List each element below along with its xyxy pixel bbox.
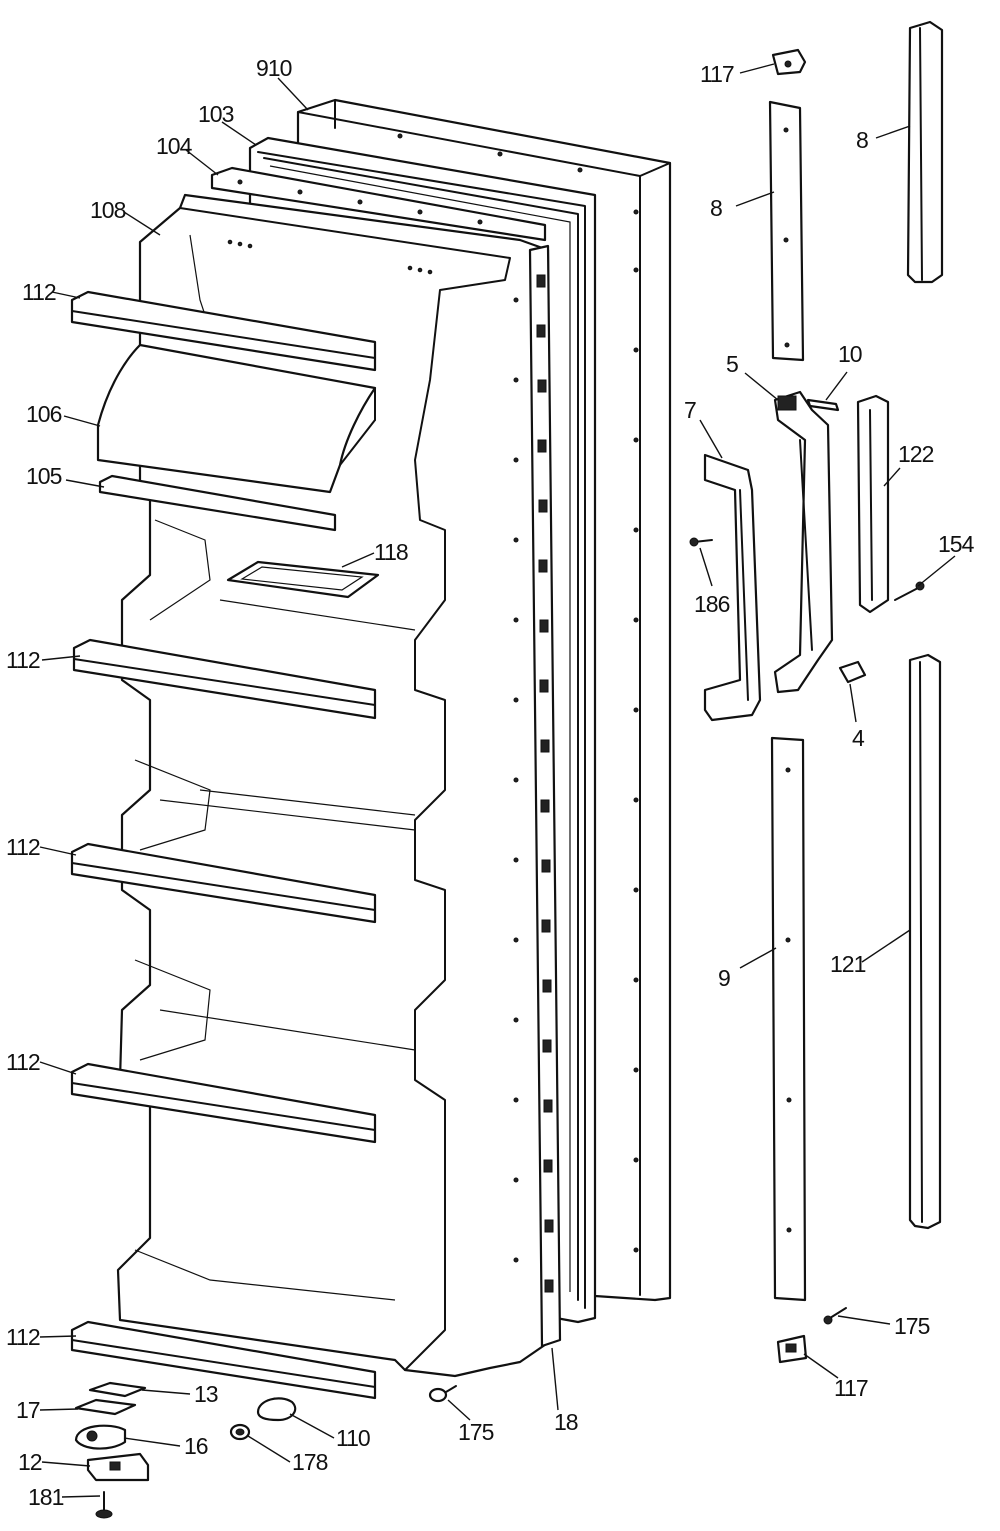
callout-118: 118 — [374, 539, 408, 565]
callout-112-top: 112 — [22, 279, 56, 305]
callout-175-right: 175 — [894, 1313, 930, 1339]
callout-122: 122 — [898, 441, 934, 467]
handle-cap-strip-8 — [768, 100, 805, 362]
bottom-parts — [229, 1385, 457, 1441]
callout-117-top: 117 — [700, 61, 734, 87]
callout-108: 108 — [90, 197, 126, 223]
shelf-bar-4 — [70, 1062, 377, 1144]
nameplate-118 — [226, 560, 380, 599]
callout-154: 154 — [938, 531, 975, 557]
shelf-bar-3 — [70, 842, 377, 924]
callout-110: 110 — [336, 1425, 370, 1451]
shelf-bar-1 — [70, 290, 377, 372]
hinge-trim-strip — [528, 244, 562, 1348]
callout-7: 7 — [684, 397, 696, 423]
callout-112-third: 112 — [6, 834, 40, 860]
callout-4: 4 — [852, 725, 865, 751]
callout-117-bottom: 117 — [834, 1375, 868, 1401]
shelf-trim-105 — [98, 474, 337, 532]
callout-18: 18 — [554, 1409, 578, 1435]
handle-insert-122 — [856, 394, 890, 614]
handle-5 — [773, 390, 834, 694]
callout-103: 103 — [198, 101, 234, 127]
callout-8-right: 8 — [856, 127, 868, 153]
callout-181: 181 — [28, 1484, 64, 1510]
callout-175-left: 175 — [458, 1419, 494, 1445]
callout-106: 106 — [26, 401, 62, 427]
shelf-bar-5 — [70, 1320, 377, 1400]
callout-910: 910 — [256, 55, 292, 81]
hinge-cover-top — [771, 48, 807, 76]
hinge-cover-bottom — [776, 1334, 808, 1364]
callout-186: 186 — [694, 591, 730, 617]
shelf-bar-2 — [72, 638, 377, 720]
screw-154 — [894, 581, 925, 601]
callout-16: 16 — [184, 1433, 208, 1459]
callout-112-second: 112 — [6, 647, 40, 673]
callout-10: 10 — [838, 341, 862, 367]
breaker-strip — [210, 166, 547, 242]
trim-strip-top-right — [906, 20, 944, 284]
callout-8-left: 8 — [710, 195, 722, 221]
screw-186 — [689, 537, 713, 547]
callout-121: 121 — [830, 951, 866, 977]
handle-7 — [703, 453, 762, 722]
leader-lines — [39, 63, 956, 1498]
callout-5: 5 — [726, 351, 738, 377]
callout-112-bottom: 112 — [6, 1324, 40, 1350]
callout-178: 178 — [292, 1449, 328, 1475]
callout-17: 17 — [16, 1397, 40, 1423]
trim-strip-121 — [908, 653, 942, 1230]
callout-9: 9 — [718, 965, 730, 991]
dairy-cover — [96, 343, 377, 494]
clip-4 — [838, 660, 867, 684]
callout-labels: 910 103 104 108 112 106 105 118 112 112 … — [6, 55, 976, 1510]
callout-112-fourth: 112 — [6, 1049, 40, 1075]
callout-104: 104 — [156, 133, 193, 159]
screw-10 — [806, 398, 840, 412]
callout-13: 13 — [194, 1381, 218, 1407]
callout-105: 105 — [26, 463, 62, 489]
screw-175-right — [823, 1307, 847, 1325]
callout-12: 12 — [18, 1449, 42, 1475]
hinge-hardware — [74, 1381, 150, 1519]
handle-cap-strip-9 — [770, 736, 807, 1302]
